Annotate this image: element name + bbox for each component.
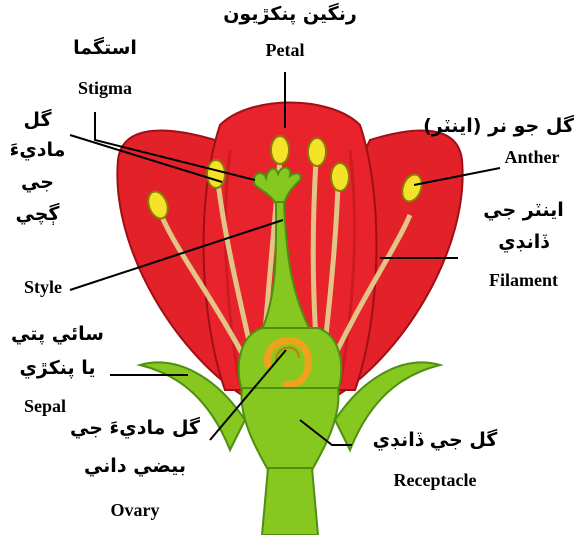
filament-label-english: Filament xyxy=(470,270,577,291)
filament-label-line-1: اينٽر جي xyxy=(470,200,577,222)
ovary-label-line-1: گل ماديءَ جي xyxy=(60,418,210,440)
ovary-label-line-2: بيضي داني xyxy=(60,456,210,478)
anther xyxy=(271,136,289,164)
stigma-label-sindhi: استگما xyxy=(55,38,155,60)
pistil-label-line-2: ماديءَ xyxy=(5,140,70,162)
pistil-label-line-1: گل xyxy=(10,110,65,132)
petal-label-english: Petal xyxy=(240,40,330,61)
anther xyxy=(331,163,349,191)
sepal-label-line-2: يا پنکڙي xyxy=(0,358,115,380)
anther xyxy=(207,160,225,188)
sepal-label-english: Sepal xyxy=(0,396,90,417)
ovary-label-english: Ovary xyxy=(60,500,210,521)
receptacle xyxy=(242,388,339,535)
style-label-english: Style xyxy=(8,277,78,298)
stem xyxy=(262,468,318,535)
receptacle-body xyxy=(242,388,339,470)
pistil-label-line-3: جي xyxy=(10,172,65,194)
stigma-label-english: Stigma xyxy=(55,78,155,99)
pistil-label-line-4: ڳچي xyxy=(10,204,65,226)
receptacle-label-english: Receptacle xyxy=(345,470,525,491)
sepal-label-line-1: سائي پتي xyxy=(0,324,115,346)
petal-label-sindhi: رنگين پنکڙيون xyxy=(210,4,370,26)
anther xyxy=(308,138,326,166)
receptacle-label-sindhi: گل جي ڏانڊي xyxy=(355,430,515,452)
anther-label-english: Anther xyxy=(487,147,577,168)
anther-label-sindhi: گل جو نر (اينٽر) xyxy=(420,116,577,138)
filament-label-line-2: ڏانڊي xyxy=(470,232,577,254)
